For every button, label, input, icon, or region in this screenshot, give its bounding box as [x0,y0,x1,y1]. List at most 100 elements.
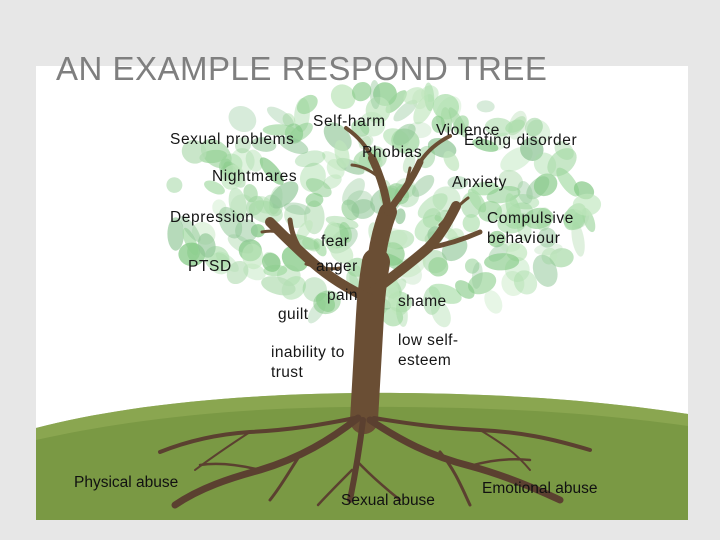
leaf [541,247,558,265]
root [198,462,262,472]
branch [425,229,483,251]
leaf [393,123,416,146]
leaf [228,105,257,133]
leaf [472,138,499,152]
leaf [339,221,352,243]
branch [287,217,315,265]
leaf [432,93,460,120]
leaf [197,233,216,258]
leaf [476,100,495,113]
leaf [180,215,201,242]
symptom-phobias: Phobias [362,144,423,161]
leaf [448,107,468,138]
leaf [385,90,407,114]
leaf [242,243,264,270]
leaf [556,167,580,197]
leaf [228,187,247,220]
branch [344,126,374,160]
leaf [402,153,416,174]
leaf [412,89,429,110]
symptom-self-harm: Self-harm [313,113,386,130]
leaf [571,221,585,257]
leaf [262,124,296,136]
symptom-eating-disorder: Eating disorder [464,132,578,149]
leaf [393,99,418,122]
leaf [313,290,341,315]
leaf [554,140,574,160]
leaf [299,162,326,192]
leaf [283,202,311,215]
leaf [488,230,506,248]
leaf [537,227,557,248]
feeling-guilt: guilt [278,306,309,323]
leaf [261,252,281,272]
leaf [532,254,558,287]
root-physical-abuse: Physical abuse [74,474,179,491]
leaf [453,115,469,135]
leaf [235,219,258,243]
leaf [288,122,313,143]
root [268,453,302,502]
leaf [330,84,356,110]
leaf [411,174,435,197]
leaf [204,180,225,195]
leaf [226,260,249,285]
branch [398,166,412,202]
leaf [417,193,448,219]
leaf [266,106,294,127]
leaf [484,290,503,314]
leaf [524,117,543,137]
leaf [471,262,483,289]
leaf [341,199,360,221]
leaf [218,206,243,239]
symptom-nightmares: Nightmares [212,168,298,185]
root [479,429,531,471]
leaf [407,121,432,139]
feeling-fear: fear [321,233,350,250]
leaf [315,292,336,312]
leaf [221,164,244,190]
leaf [294,150,326,168]
leaf [517,180,533,205]
leaf [395,208,406,225]
leaf [351,81,372,102]
leaf [254,196,274,214]
leaf [346,190,374,214]
leaf [534,243,563,256]
symptom-ptsd: PTSD [188,258,232,275]
feeling-pain: pain [327,287,358,304]
leaf [282,113,296,128]
leaf [395,298,408,327]
leaf [462,214,481,233]
symptom-depression: Depression [170,209,255,226]
leaf [324,221,341,251]
leaf [243,184,258,203]
leaf [464,258,480,274]
leaf [245,149,264,172]
symptom-violence: Violence [436,122,500,139]
leaf [424,82,435,112]
leaf [259,157,284,185]
feeling-shame: shame [398,293,447,310]
leaf [305,192,324,208]
leaf [467,272,497,295]
leaf [294,98,310,133]
leaf [428,283,462,304]
leaf [413,94,435,125]
branch [304,262,342,271]
root [316,468,354,507]
leaf [498,169,523,192]
leaf [478,200,502,222]
leaf [167,217,184,251]
leaf [342,178,365,206]
root [194,431,251,471]
leaf [383,128,410,148]
leaf [484,117,513,137]
leaf [302,277,328,302]
leaf [572,193,602,216]
root-emotional-abuse: Emotional abuse [482,480,598,497]
branch [350,163,382,180]
leaf [365,96,391,124]
